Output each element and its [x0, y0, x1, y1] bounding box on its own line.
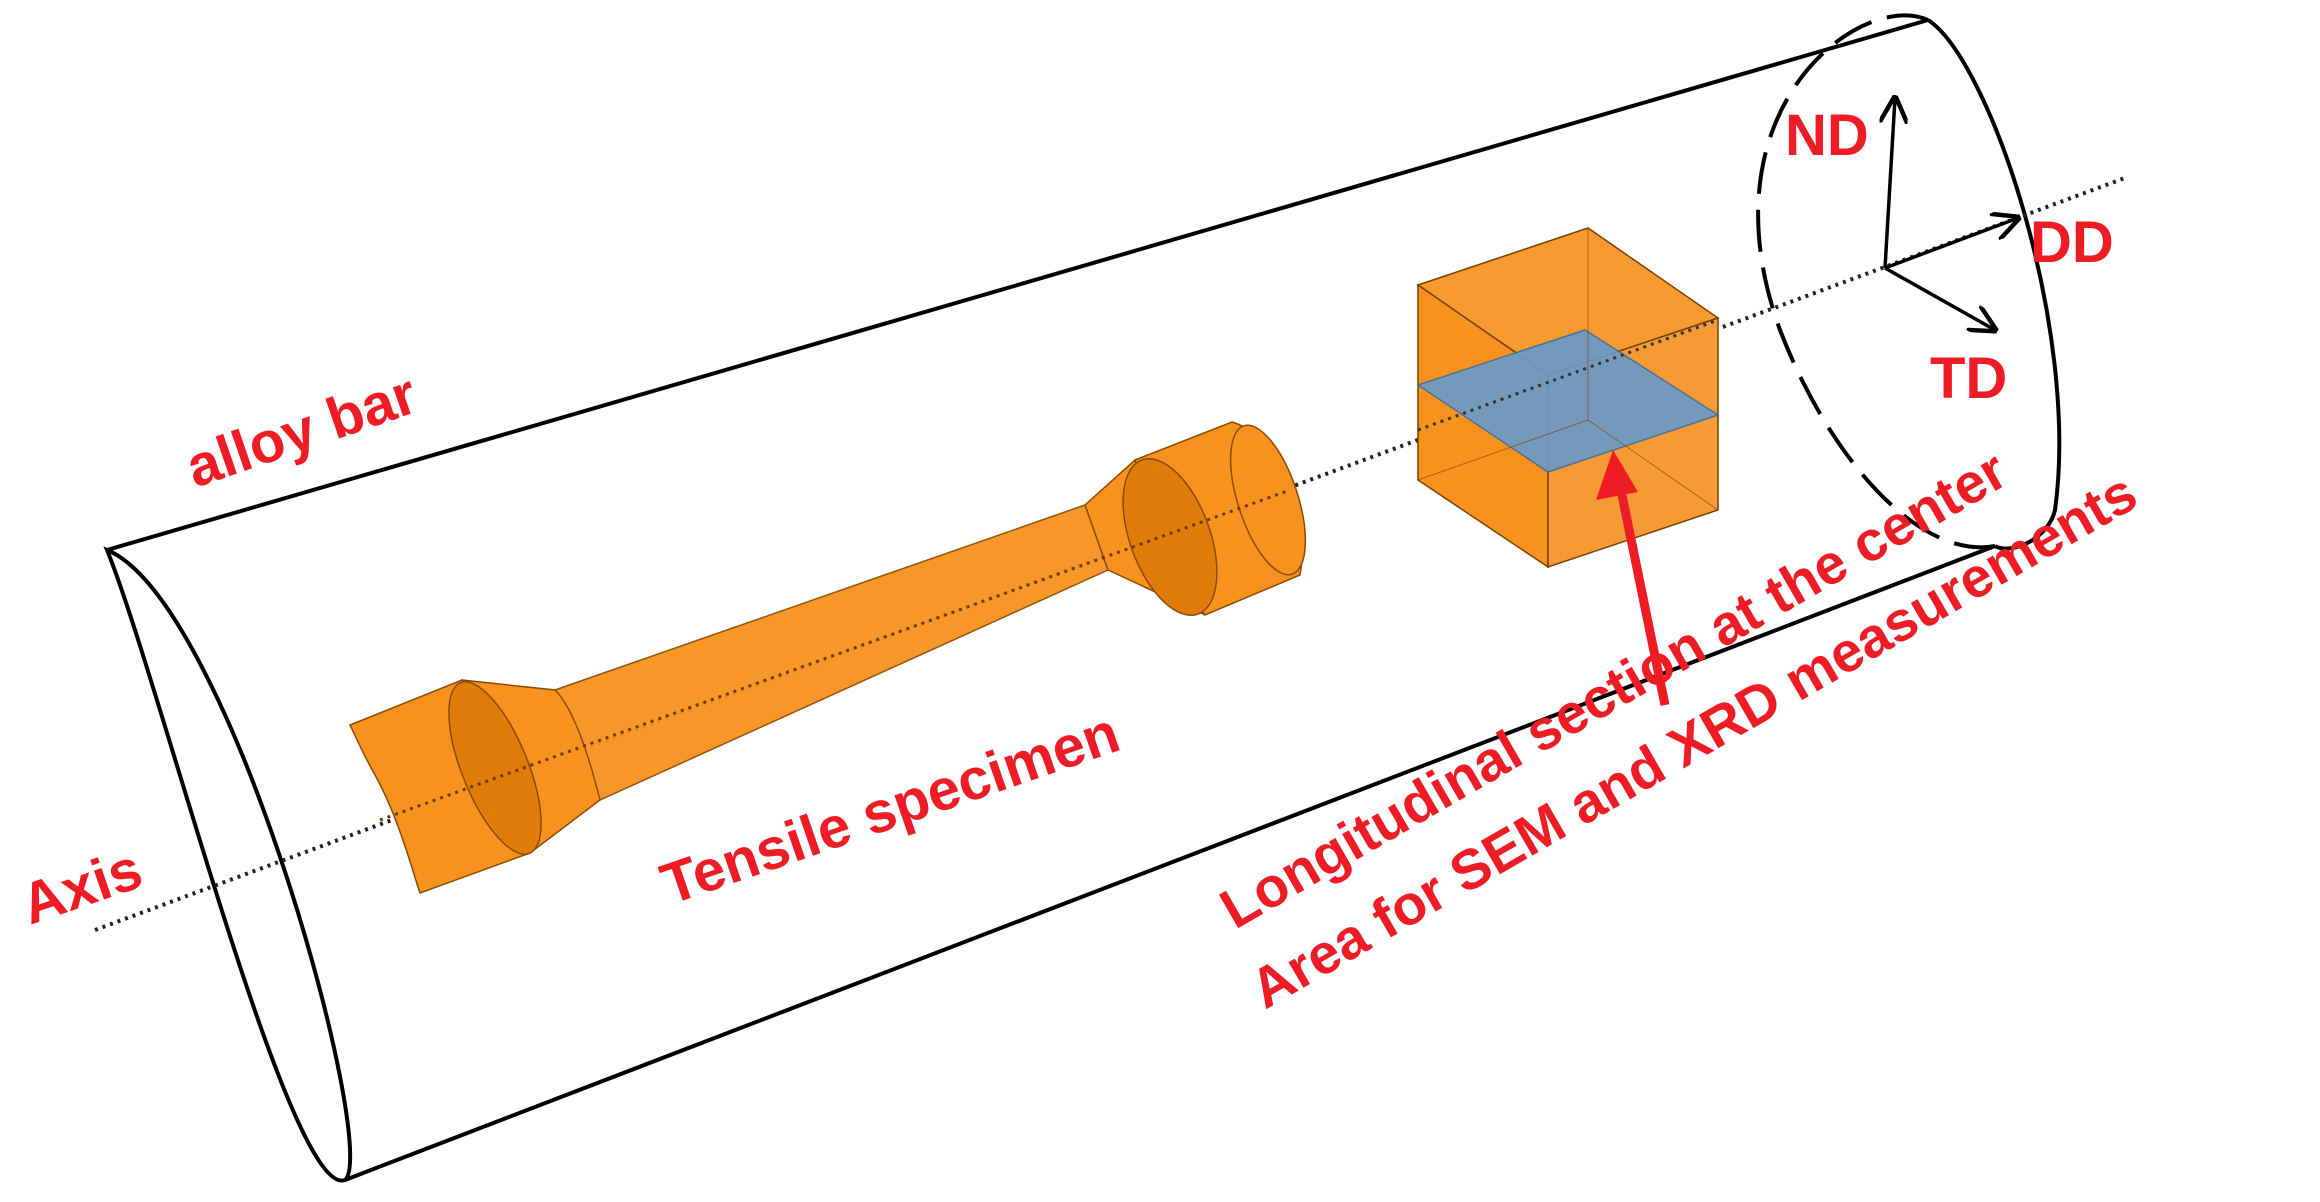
tensile-specimen	[348, 421, 1307, 894]
cylinder-left-end	[103, 546, 353, 1183]
cube-sample	[1416, 227, 1720, 569]
coordinate-system	[1885, 98, 2018, 330]
label-dd: DD	[2030, 210, 2114, 275]
label-section-line2: Area for SEM and XRD measurements	[1240, 460, 2147, 1020]
specimen-right-grip-face	[1122, 457, 1218, 617]
cube-axis-dots	[1417, 318, 1719, 432]
specimen-axis-dots	[379, 488, 1291, 822]
red-arrow-shaft	[1617, 494, 1670, 706]
longitudinal-section-plane	[1416, 329, 1720, 473]
label-axis: Axis	[13, 836, 150, 937]
label-nd: ND	[1785, 103, 1869, 168]
td-arrow	[1884, 266, 1995, 330]
cube-hidden-edges	[1417, 228, 1719, 511]
cylinder-right-end-hidden	[1756, 13, 1996, 550]
red-arrow-head	[1596, 450, 1638, 500]
label-td: TD	[1930, 346, 2007, 411]
cylinder-right-end-front	[1926, 18, 2062, 551]
cylinder-bottom-edge	[344, 544, 1996, 1182]
alloy-bar-cylinder	[103, 13, 2062, 1183]
nd-arrow	[1885, 98, 1895, 269]
dd-arrow	[1884, 218, 2018, 270]
red-pointer-arrow	[1596, 450, 1670, 706]
specimen-left-grip-face	[448, 681, 542, 855]
label-alloy-bar: alloy bar	[178, 361, 425, 500]
cylinder-top-edge	[106, 18, 1929, 552]
